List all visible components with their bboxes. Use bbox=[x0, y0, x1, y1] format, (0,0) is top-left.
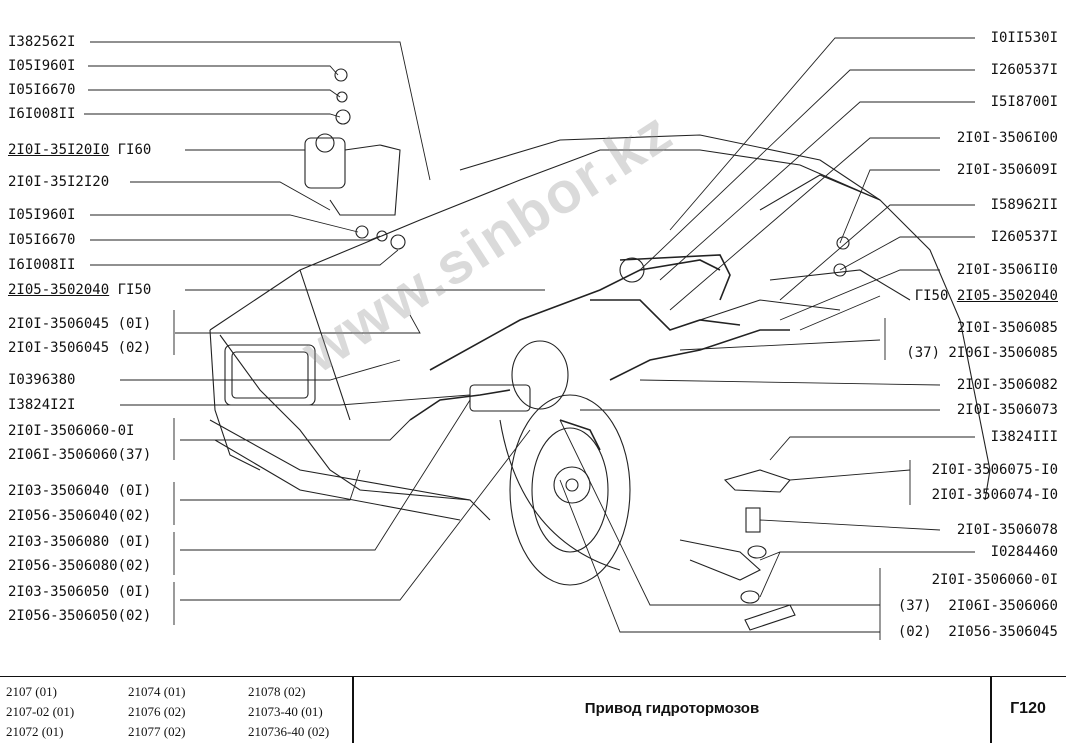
footer-divider bbox=[990, 676, 992, 743]
part-label: I260537I bbox=[990, 229, 1058, 245]
car-body-outline bbox=[209, 149, 991, 501]
footer bbox=[0, 676, 1066, 743]
part-label: I3824III bbox=[990, 429, 1058, 445]
footer-divider bbox=[352, 676, 354, 743]
part-label: I3824I2I bbox=[8, 397, 76, 413]
part-label: (37) 2I06I-3506060 bbox=[897, 598, 1058, 614]
model-code: 21072 (01) bbox=[6, 724, 64, 739]
part-label: 2I06I-3506060(37) bbox=[8, 447, 152, 463]
part-number: 2I05-3502040 bbox=[8, 282, 110, 298]
model-code: 2107-02 (01) bbox=[6, 704, 75, 719]
part-label: (02) 2I056-3506045 bbox=[897, 624, 1058, 640]
part-label: 2I0I-3506045 (0I) bbox=[8, 316, 152, 332]
part-label: I6I008II bbox=[8, 257, 76, 273]
model-code: 21078 (02) bbox=[248, 684, 306, 699]
part-label: 2I03-3506040 (0I) bbox=[8, 483, 152, 499]
model-code: 21076 (02) bbox=[128, 704, 186, 719]
part-label: 2I0I-350609I bbox=[956, 162, 1058, 178]
part-label: 2I0I-35I2I20 bbox=[8, 174, 110, 190]
part-label: I05I960I bbox=[8, 207, 76, 223]
part-label: I6I008II bbox=[8, 106, 76, 122]
part-label: I05I6670 bbox=[8, 232, 76, 248]
part-label: I0II530I bbox=[990, 30, 1058, 46]
part-label: 2I0I-3506082 bbox=[956, 377, 1058, 393]
part-label: 2I056-3506050(02) bbox=[8, 608, 152, 624]
page-ref: ГI50 bbox=[914, 288, 957, 304]
part-label-underlined: 2I05-3502040 ГI50 bbox=[8, 282, 151, 298]
model-code: 210736-40 (02) bbox=[248, 724, 330, 739]
page-ref: ГI50 bbox=[109, 282, 152, 298]
part-label: 2I0I-3506060-0I bbox=[8, 423, 135, 439]
part-label: 2I0I-3506I00 bbox=[956, 130, 1058, 146]
part-label: 2I03-3506080 (0I) bbox=[8, 534, 152, 550]
part-label: 2I03-3506050 (0I) bbox=[8, 584, 152, 600]
part-label-underlined: 2I0I-35I20I0 ГI60 bbox=[8, 142, 151, 158]
part-label: 2I0I-3506078 bbox=[956, 522, 1058, 538]
part-label: I58962II bbox=[990, 197, 1058, 213]
model-code: 21074 (01) bbox=[128, 684, 186, 699]
part-label-underlined: ГI50 2I05-3502040 bbox=[915, 288, 1058, 304]
part-label: I0284460 bbox=[990, 544, 1058, 560]
part-number: 2I0I-35I20I0 bbox=[8, 142, 110, 158]
part-label: 2I0I-3506060-0I bbox=[931, 572, 1058, 588]
part-label: 2I0I-3506073 bbox=[956, 402, 1058, 418]
model-code: 2107 (01) bbox=[6, 684, 57, 699]
part-label: I382562I bbox=[8, 34, 76, 50]
part-label: 2I0I-3506085 bbox=[956, 320, 1058, 336]
part-label: 2I0I-3506045 (02) bbox=[8, 340, 152, 356]
model-code: 21073-40 (01) bbox=[248, 704, 323, 719]
page-code: Г120 bbox=[1010, 700, 1046, 717]
part-label: I260537I bbox=[990, 62, 1058, 78]
part-label: 2I0I-3506074-I0 bbox=[931, 487, 1058, 503]
part-label: 2I0I-3506075-I0 bbox=[931, 462, 1058, 478]
part-label: 2I0I-3506II0 bbox=[956, 262, 1058, 278]
part-label: I05I6670 bbox=[8, 82, 76, 98]
part-label: I0396380 bbox=[8, 372, 76, 388]
page-ref: ГI60 bbox=[109, 142, 152, 158]
part-label: (37) 2I06I-3506085 bbox=[906, 345, 1058, 361]
part-number: 2I05-3502040 bbox=[956, 288, 1058, 304]
part-label: I5I8700I bbox=[990, 94, 1058, 110]
page-title: Привод гидротормозов bbox=[584, 700, 760, 717]
part-label: I05I960I bbox=[8, 58, 76, 74]
part-label: 2I056-3506080(02) bbox=[8, 558, 152, 574]
model-code: 21077 (02) bbox=[128, 724, 186, 739]
part-label: 2I056-3506040(02) bbox=[8, 508, 152, 524]
brake-system-diagram bbox=[84, 37, 991, 640]
